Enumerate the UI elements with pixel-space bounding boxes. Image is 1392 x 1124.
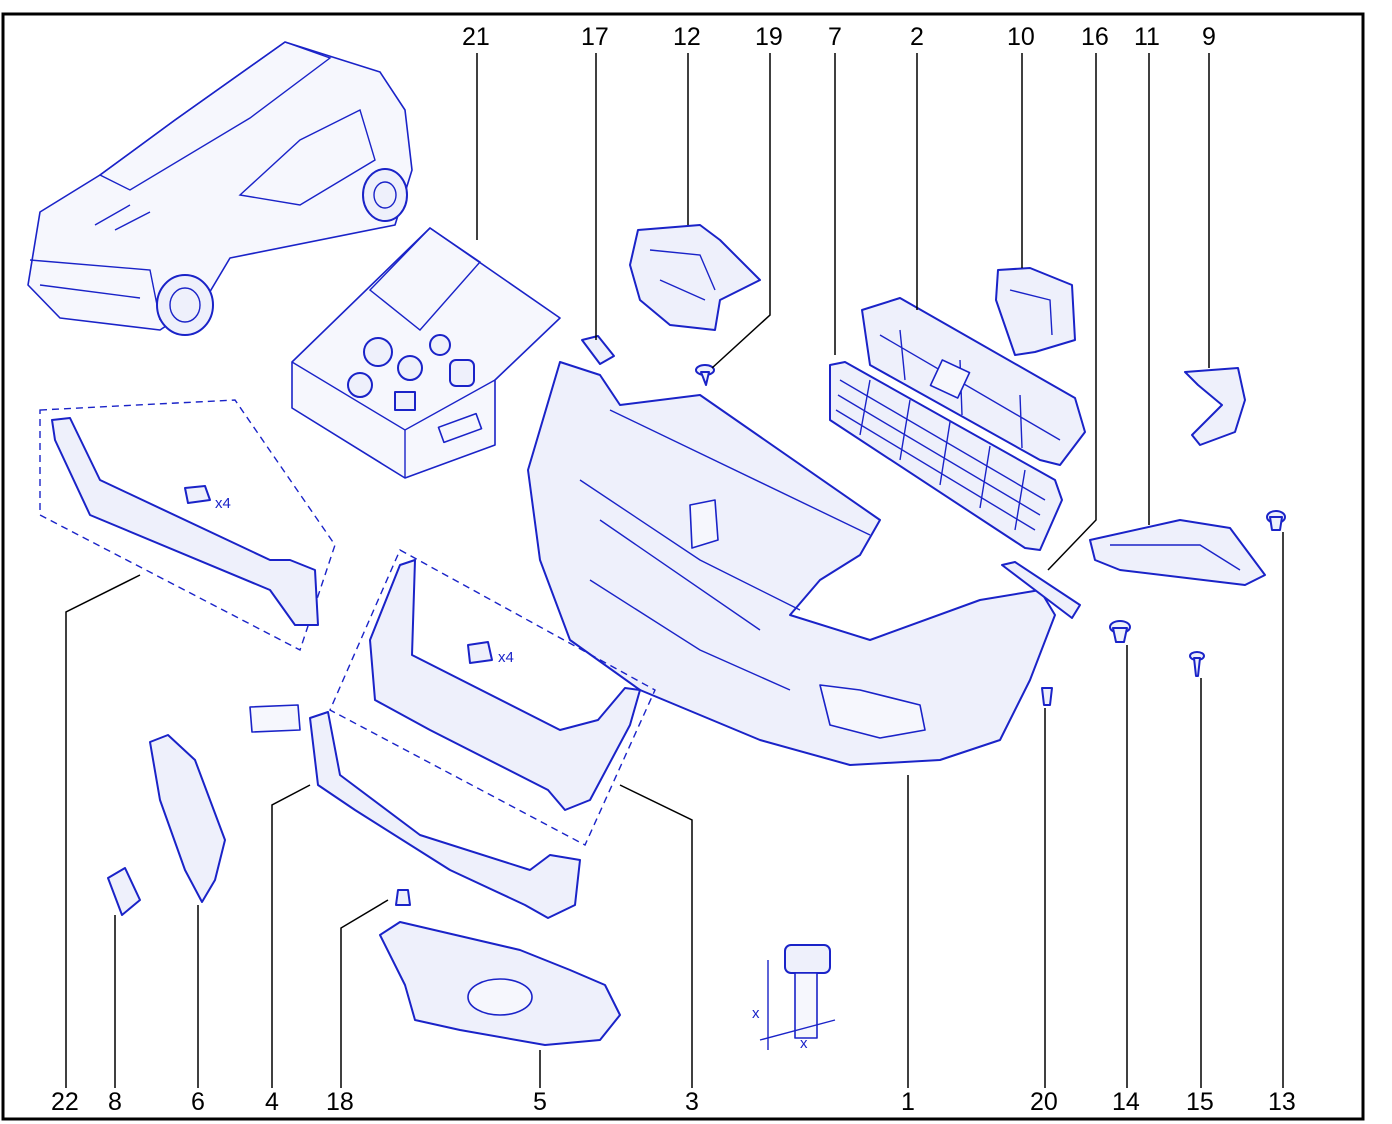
part-10-bracket	[995, 267, 1076, 356]
callout-16: 16	[1081, 23, 1109, 51]
part-9-bracket	[1184, 367, 1246, 446]
callout-17: 17	[581, 23, 609, 51]
callout-1: 1	[901, 1088, 915, 1116]
callout-14: 14	[1112, 1088, 1140, 1116]
callout-7: 7	[828, 23, 842, 51]
callout-15: 15	[1186, 1088, 1214, 1116]
callout-20: 20	[1030, 1088, 1058, 1116]
callout-6: 6	[191, 1088, 205, 1116]
part-1-front-bumper	[527, 361, 1056, 766]
part-2-grille-support	[861, 297, 1086, 466]
part-22-lower-trim	[39, 399, 336, 651]
callout-8: 8	[108, 1088, 122, 1116]
part-18-clip	[395, 889, 411, 906]
part-17-clip	[581, 335, 615, 365]
part-12-bracket	[629, 224, 761, 331]
part-4-lower-grille	[249, 704, 581, 919]
bottom-callouts: 22 8 6 4 18 5 3 1 20 14 15 13	[51, 1088, 1296, 1116]
part-20-pin	[1041, 687, 1053, 706]
callout-19: 19	[755, 23, 783, 51]
part-14-fastener	[1109, 620, 1131, 643]
part-15-screw	[1189, 651, 1205, 677]
callout-22: 22	[51, 1088, 79, 1116]
vehicle-illustration	[27, 41, 413, 336]
part-16-strip	[1001, 561, 1081, 619]
callout-3: 3	[685, 1088, 699, 1116]
part-3-trim	[329, 549, 656, 846]
callout-12: 12	[673, 23, 701, 51]
callout-13: 13	[1268, 1088, 1296, 1116]
callout-11: 11	[1134, 23, 1160, 51]
part-5-fog-lamp-surround	[379, 921, 621, 1046]
callout-18: 18	[326, 1088, 354, 1116]
callout-10: 10	[1007, 23, 1035, 51]
callout-9: 9	[1202, 23, 1216, 51]
callout-5: 5	[533, 1088, 547, 1116]
top-callouts: 21 17 12 19 7 2 10 16 11 9	[462, 23, 1216, 51]
leader-lines	[65, 53, 1284, 1088]
callout-2: 2	[910, 23, 924, 51]
part-7-grille	[829, 361, 1063, 551]
qty-annotation-22: x4	[215, 495, 231, 512]
part-21-kit-box	[291, 227, 561, 479]
callout-4: 4	[265, 1088, 279, 1116]
bolt-dimension-detail	[759, 944, 836, 1050]
part-11-support	[1089, 519, 1266, 586]
part-8-cap	[107, 867, 141, 916]
callout-21: 21	[462, 23, 490, 51]
dim-x-horizontal-label: x	[800, 1035, 808, 1052]
dim-x-vertical-label: x	[752, 1005, 760, 1022]
qty-annotation-3: x4	[498, 649, 514, 666]
part-19-screw	[695, 364, 715, 386]
part-6-bracket	[149, 734, 226, 903]
diagram-border	[1, 12, 1365, 1121]
part-13-fastener	[1266, 510, 1286, 531]
